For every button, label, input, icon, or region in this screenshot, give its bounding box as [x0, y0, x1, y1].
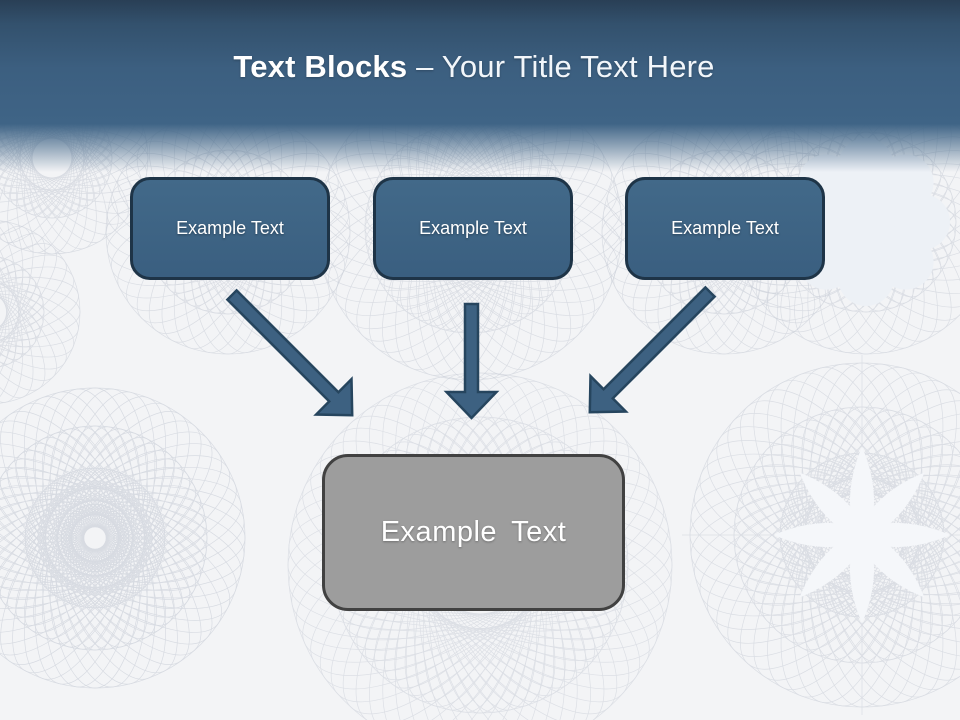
text-block-3-label: Example Text	[671, 218, 779, 238]
arrow-left[interactable]	[214, 277, 370, 433]
title-topic: Text Blocks	[233, 49, 408, 84]
arrow-right[interactable]	[572, 274, 728, 430]
text-block-3[interactable]: Example Text	[625, 177, 825, 280]
text-block-1-label: Example Text	[176, 218, 284, 238]
result-block-label: Example Text	[380, 516, 567, 548]
title-subtitle: – Your Title Text Here	[416, 49, 715, 84]
title-banner: Text Blocks – Your Title Text Here	[0, 0, 960, 172]
white-flower-overlay	[774, 447, 950, 623]
guilloche-rosette	[0, 219, 81, 405]
guilloche-rosette	[0, 387, 246, 689]
text-block-1[interactable]: Example Text	[130, 177, 330, 280]
result-block[interactable]: Example Text	[322, 454, 625, 611]
text-block-2[interactable]: Example Text	[373, 177, 573, 280]
slide-title[interactable]: Text Blocks – Your Title Text Here	[0, 0, 954, 84]
text-block-2-label: Example Text	[419, 218, 527, 238]
arrow-middle[interactable]	[443, 302, 500, 420]
